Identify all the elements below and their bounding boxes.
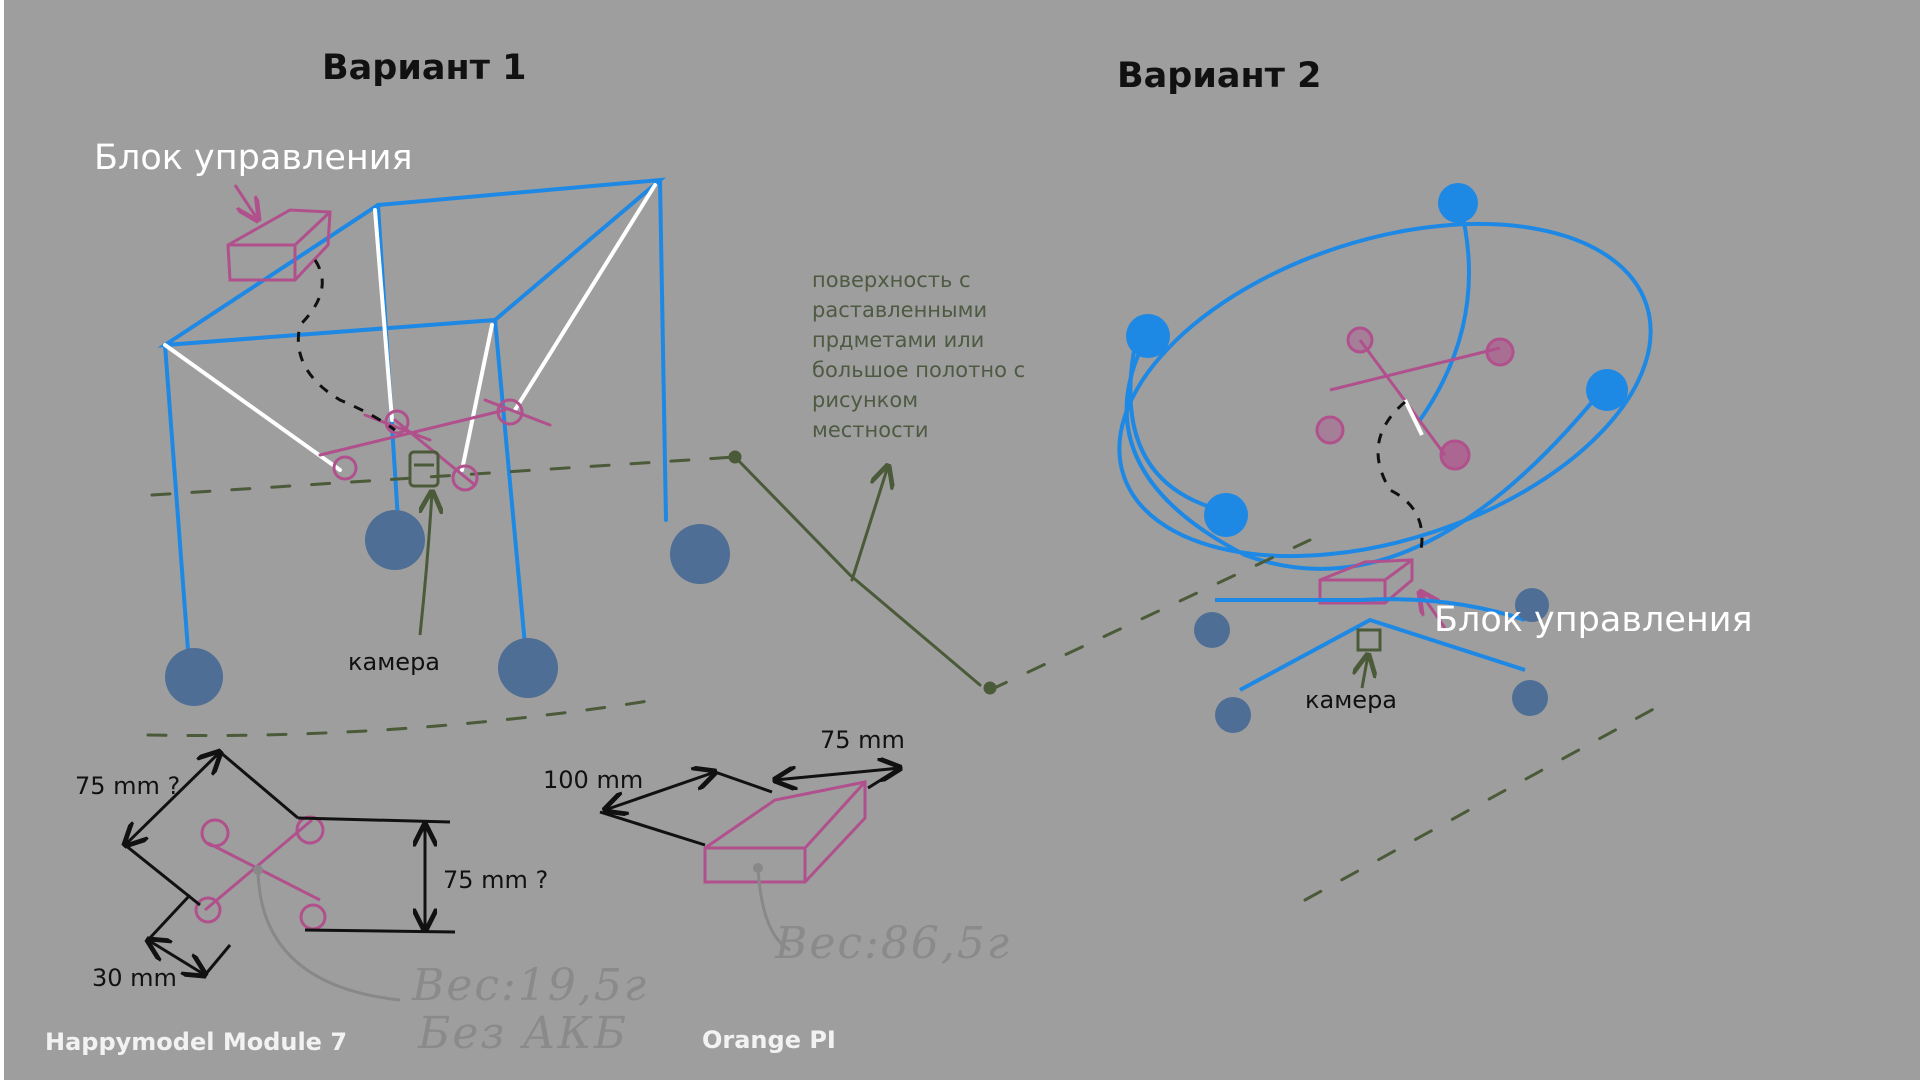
board-weight: Вес:86,5г <box>775 918 1012 969</box>
variant1-camera-label: камера <box>348 648 441 676</box>
variant2-nodes <box>1126 183 1628 537</box>
variant2-camera-label: камера <box>1305 686 1398 714</box>
variant1-anchors <box>165 510 730 706</box>
drone-dim-small: 30 mm <box>92 964 177 992</box>
variant2-small-frame <box>1215 597 1526 692</box>
drone-dim-span: 75 mm ? <box>443 866 549 894</box>
variant2-anchors <box>1194 588 1549 733</box>
variant2-tether <box>1403 399 1424 436</box>
variant1-title: Вариант 1 <box>322 48 527 88</box>
surface-arrows <box>728 450 997 695</box>
variant2-frame <box>1117 204 1653 571</box>
board-dimensions <box>600 768 900 847</box>
board-dim-width: 75 mm <box>820 726 905 754</box>
board-dim-length: 100 mm <box>543 766 644 794</box>
drone-dimensions <box>125 752 456 975</box>
variant2-drone <box>1315 326 1515 471</box>
variant1-ground <box>146 455 737 738</box>
variant1-frame <box>157 177 668 652</box>
variant1-control-unit-label: Блок управления <box>94 138 413 178</box>
orange-pi-board <box>703 780 867 884</box>
left-edge <box>0 0 4 1080</box>
drone-weight-pointer <box>256 869 401 1002</box>
drone-weight-note: Без АКБ <box>418 1008 629 1059</box>
variant2-camera-box <box>1356 628 1382 652</box>
drone-dim-side: 75 mm ? <box>75 772 181 800</box>
variant1-control-arrow <box>233 184 258 220</box>
board-caption: Orange PI <box>702 1026 836 1054</box>
surface-note: поверхность с раставленными прдметами ил… <box>812 268 1026 442</box>
variant2-camera-arrow <box>1362 655 1368 689</box>
variant1-tethers <box>163 183 657 472</box>
variant2-title: Вариант 2 <box>1117 56 1322 96</box>
variant1-camera-arrow <box>418 492 432 636</box>
variant1-control-unit <box>226 208 332 282</box>
variant2-ground <box>988 538 1672 902</box>
variant2-control-arrow <box>1420 592 1447 629</box>
drone-weight: Вес:19,5г <box>412 960 649 1011</box>
drone-caption: Happymodel Module 7 <box>45 1028 348 1056</box>
board-weight-pointer <box>756 867 791 952</box>
variant1-camera-box <box>408 450 440 488</box>
variant2-control-unit-label: Блок управления <box>1434 600 1753 640</box>
